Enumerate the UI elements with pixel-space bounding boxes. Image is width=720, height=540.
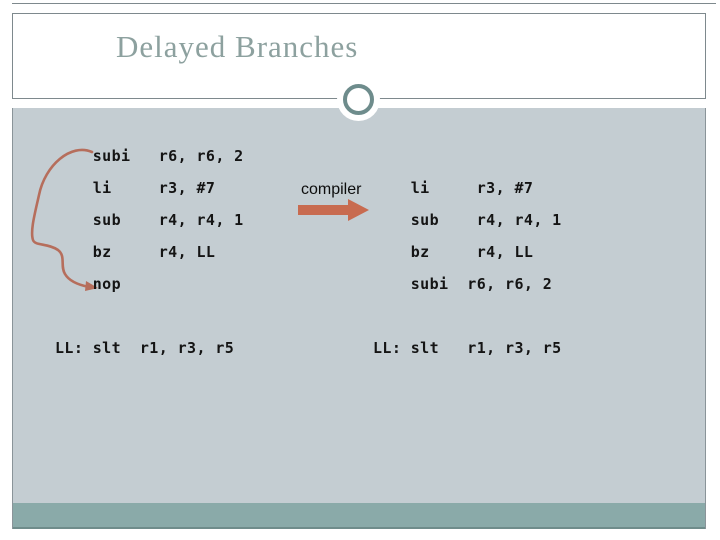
code-line: li r3, #7	[55, 179, 216, 197]
compiler-right-arrow-icon	[298, 199, 369, 221]
curved-reorder-arrow-icon	[30, 148, 98, 291]
circle-ornament-icon	[343, 84, 374, 115]
curved-arrow-path	[30, 148, 94, 289]
code-line: LL: slt r1, r3, r5	[373, 339, 562, 357]
code-line: LL: slt r1, r3, r5	[55, 339, 235, 357]
right-arrow-shape	[298, 199, 369, 221]
code-line	[373, 300, 562, 332]
curved-arrow-head	[85, 281, 98, 291]
code-line: bz r4, LL	[373, 243, 534, 261]
page-title: Delayed Branches	[116, 29, 359, 64]
code-line: nop	[55, 275, 122, 293]
code-line: sub r4, r4, 1	[373, 211, 562, 229]
code-block-after: li r3, #7 sub r4, r4, 1 bz r4, LL subi r…	[373, 172, 562, 364]
code-line: subi r6, r6, 2	[55, 147, 244, 165]
top-rule-divider	[12, 3, 716, 4]
slide-body	[12, 108, 706, 529]
code-line: bz r4, LL	[55, 243, 216, 261]
code-line: subi r6, r6, 2	[373, 275, 553, 293]
code-block-before: subi r6, r6, 2 li r3, #7 sub r4, r4, 1 b…	[55, 140, 244, 364]
footer-band	[13, 503, 705, 529]
compiler-label: compiler	[301, 181, 362, 198]
code-line: li r3, #7	[373, 179, 534, 197]
code-line	[55, 300, 244, 332]
code-line: sub r4, r4, 1	[55, 211, 244, 229]
